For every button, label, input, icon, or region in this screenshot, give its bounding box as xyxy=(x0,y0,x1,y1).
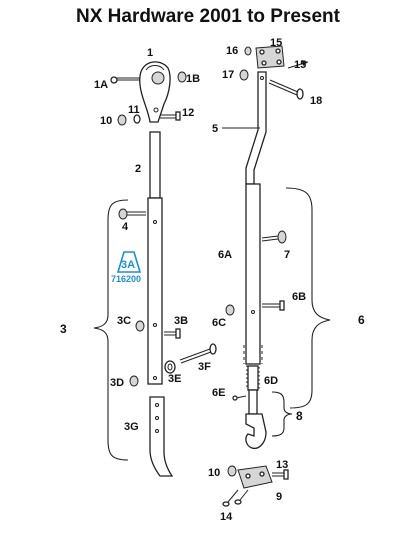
part-3c-nut xyxy=(135,320,145,332)
part-10-nut xyxy=(117,114,127,126)
part-3b-screw xyxy=(164,328,181,339)
brace-6 xyxy=(285,187,331,409)
label-3a: 3A xyxy=(121,259,135,271)
label-1: 1 xyxy=(147,47,153,59)
label-17: 17 xyxy=(222,69,234,81)
label-18: 18 xyxy=(310,95,322,107)
part-4-screw xyxy=(118,208,146,220)
label-13: 13 xyxy=(276,459,288,471)
part-6c-nut xyxy=(225,304,235,316)
part-15-plate xyxy=(255,45,285,69)
part-3f-bolt xyxy=(179,343,217,364)
part-1b-nut xyxy=(177,71,187,83)
label-3b: 3B xyxy=(174,315,188,327)
label-3: 3 xyxy=(60,322,67,336)
part-15-arrow xyxy=(287,60,309,69)
part-6e-pin xyxy=(232,395,247,401)
part-1a-screw xyxy=(110,76,140,84)
part-3g-bracket xyxy=(149,396,174,477)
label-4: 4 xyxy=(122,221,129,233)
part-3d-nut xyxy=(129,375,139,387)
label-16: 16 xyxy=(226,45,238,57)
part-18-bolt xyxy=(268,79,304,100)
label-14: 14 xyxy=(220,511,233,523)
part-6b-screw xyxy=(262,300,285,311)
label-1a: 1A xyxy=(94,79,108,91)
label-15-top: 15 xyxy=(270,37,282,49)
label-10-upper: 10 xyxy=(100,115,112,127)
part-11-washer xyxy=(133,114,141,124)
part-6d-spring xyxy=(245,365,261,391)
label-3c: 3C xyxy=(117,315,131,327)
label-8: 8 xyxy=(296,409,303,423)
part-7-screw xyxy=(261,230,287,244)
label-7: 7 xyxy=(284,249,290,261)
part-10-lower-nut xyxy=(227,465,237,477)
part-2-upper-tube xyxy=(149,131,161,199)
part-3-lower-tube xyxy=(147,197,163,385)
label-3e: 3E xyxy=(168,373,181,385)
label-6b: 6B xyxy=(292,291,306,303)
brace-8 xyxy=(271,391,293,437)
label-6d: 6D xyxy=(264,375,278,387)
label-6c: 6C xyxy=(212,317,226,329)
label-12: 12 xyxy=(182,107,194,119)
label-15-arrow: 15 xyxy=(294,59,306,71)
part-8-hook xyxy=(245,389,267,450)
label-1b: 1B xyxy=(186,73,200,85)
part-13-screw xyxy=(272,469,289,480)
label-6: 6 xyxy=(358,313,365,327)
part-9-bracket xyxy=(237,465,273,489)
part-14-screws xyxy=(222,489,249,507)
label-11: 11 xyxy=(128,104,140,116)
part-16-nut xyxy=(244,46,252,56)
part-6-lower-rod xyxy=(245,183,261,365)
label-2: 2 xyxy=(135,163,141,175)
label-6e: 6E xyxy=(212,387,225,399)
part-3a-tag xyxy=(116,251,142,273)
label-3g: 3G xyxy=(124,421,139,433)
part-3e-washer xyxy=(164,360,176,374)
label-3a-part-number: 716200 xyxy=(111,274,141,284)
label-3d: 3D xyxy=(110,377,124,389)
diagram-title: NX Hardware 2001 to Present xyxy=(75,6,340,27)
part-17-nut xyxy=(239,69,249,81)
brace-3 xyxy=(93,199,129,461)
part-12-screw xyxy=(160,111,181,121)
label-6a: 6A xyxy=(218,249,232,261)
label-3f: 3F xyxy=(198,361,211,373)
part-1-handle xyxy=(139,61,171,123)
label-9: 9 xyxy=(276,491,282,503)
label-5: 5 xyxy=(212,123,218,135)
label-10-lower: 10 xyxy=(208,467,220,479)
